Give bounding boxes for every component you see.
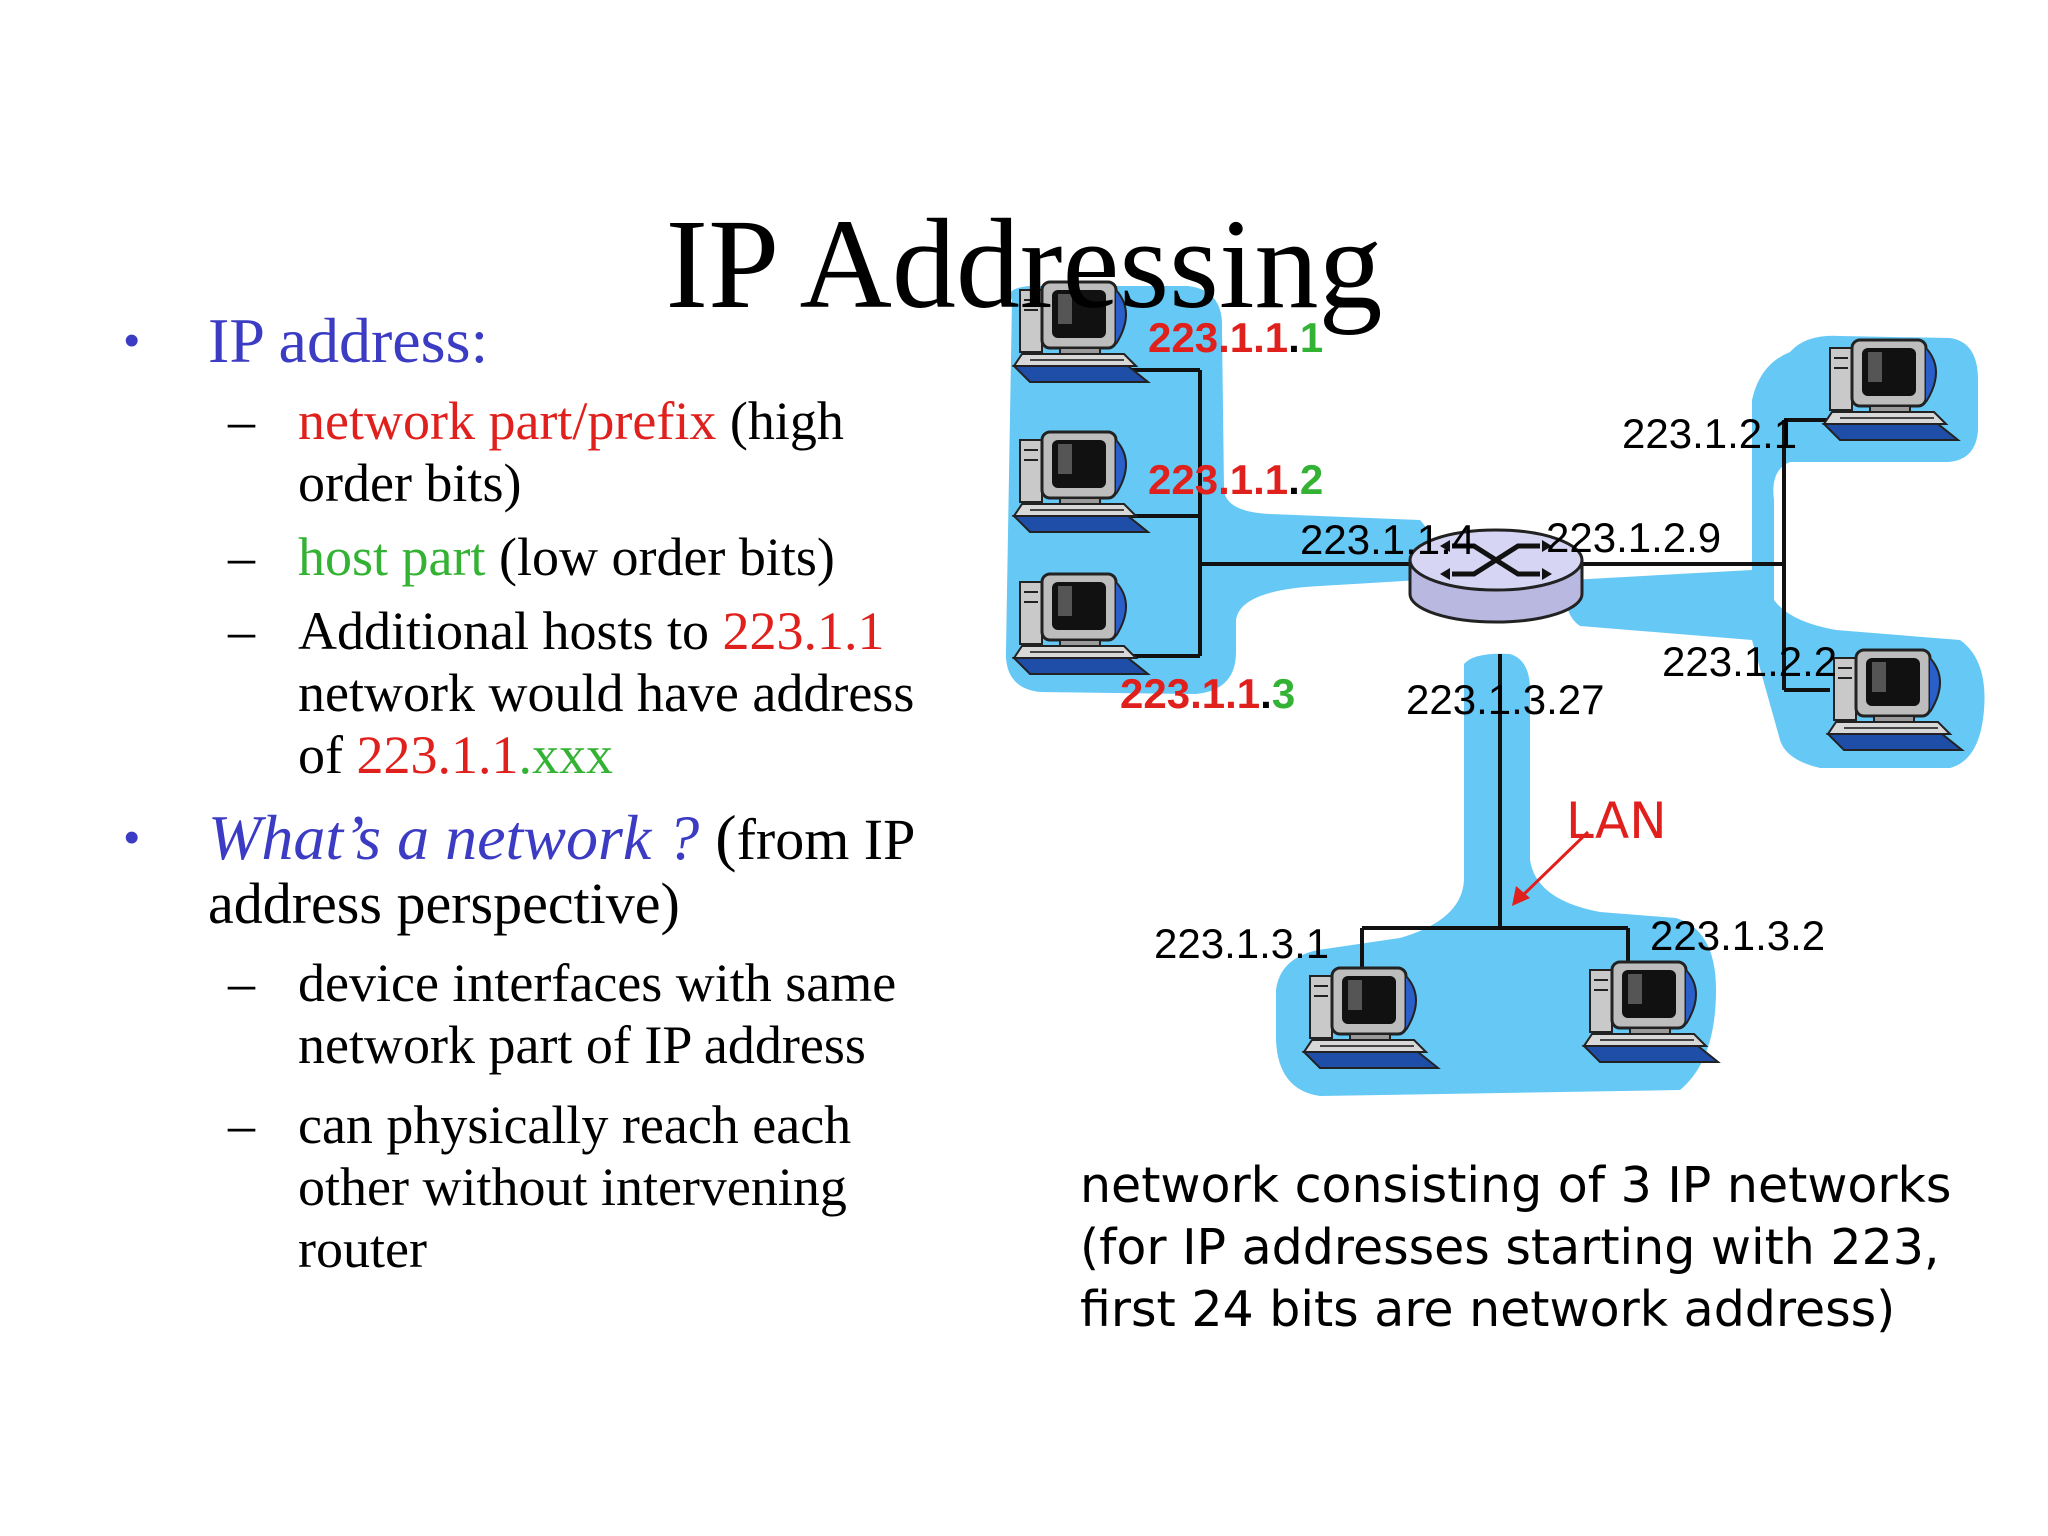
- lan-arrow-icon: [1512, 830, 1590, 906]
- bullet-ip-address: • IP address:: [124, 305, 489, 376]
- dash-icon: –: [228, 1095, 255, 1155]
- sub-bullet-network-part: – network part/prefix (high order bits): [228, 391, 844, 513]
- lan-label: LAN: [1566, 792, 1667, 850]
- router-if3-label: 223.1.3.27: [1406, 676, 1605, 723]
- host-223-1-1-1-label: 223.1.1.1: [1148, 314, 1323, 361]
- net3-host1-label: 223.1.3.1: [1154, 920, 1329, 967]
- slide-title: IP Addressing: [665, 193, 1383, 335]
- bullet-list: • IP address: – network part/prefix (hig…: [120, 308, 960, 1292]
- router-if1-label: 223.1.1.4: [1300, 516, 1475, 563]
- net2-host2-label: 223.1.2.2: [1662, 638, 1837, 685]
- dash-icon: –: [228, 953, 255, 1013]
- dash-icon: –: [228, 601, 255, 661]
- sub-bullet-host-part: – host part (low order bits): [228, 527, 835, 587]
- sub-bullet-device-interfaces: – device interfaces with same network pa…: [228, 953, 897, 1075]
- bullet-dot-icon: •: [124, 316, 140, 365]
- diagram-caption: network consisting of 3 IP networks (for…: [1080, 1157, 1952, 1338]
- host-223-1-1-3-label: 223.1.1.3: [1120, 670, 1295, 717]
- bullet-dot-icon: •: [124, 813, 140, 862]
- sub-bullet-additional-hosts: – Additional hosts to 223.1.1 network wo…: [228, 601, 915, 785]
- net3-host2-label: 223.1.3.2: [1650, 912, 1825, 959]
- bullet-whats-a-network: • What’s a network ? (from IP address pe…: [124, 802, 914, 936]
- net2-host1-label: 223.1.2.1: [1622, 410, 1797, 457]
- router-icon: [1408, 528, 1584, 624]
- sub-bullet-physically-reach: – can physically reach each other withou…: [228, 1095, 852, 1279]
- host-223-1-1-2-label: 223.1.1.2: [1148, 456, 1323, 503]
- router-if2-label: 223.1.2.9: [1546, 514, 1721, 561]
- dash-icon: –: [228, 391, 255, 451]
- dash-icon: –: [228, 527, 255, 587]
